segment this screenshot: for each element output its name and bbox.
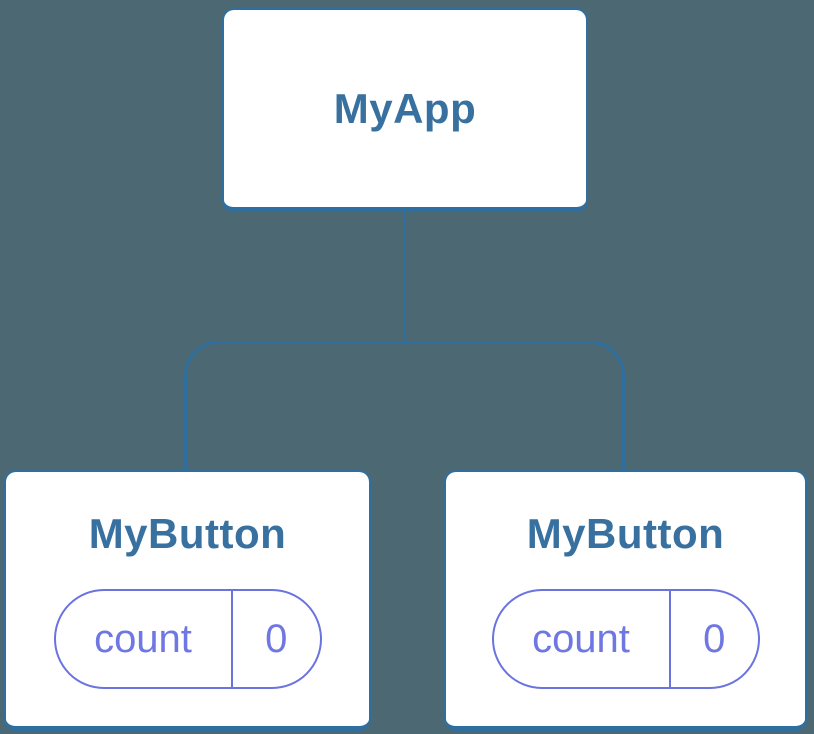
state-value-cell: 0 [671, 591, 758, 687]
root-node-box: MyApp [222, 8, 588, 212]
state-pill-divider [668, 591, 671, 687]
child-node-label: MyButton [88, 510, 287, 557]
child-node-box-left: MyButton count 0 [4, 470, 371, 731]
state-key-cell: count [56, 591, 231, 687]
connector-fork-line [184, 341, 625, 470]
child-node-label: MyButton [526, 510, 725, 557]
state-key-label: count [532, 617, 630, 661]
state-value-label: 0 [265, 617, 288, 661]
state-pill: count 0 [491, 589, 760, 689]
child-node-box-right: MyButton count 0 [444, 470, 807, 731]
connector-stem-line [403, 212, 406, 342]
state-pill-divider [230, 591, 233, 687]
state-pill: count 0 [53, 589, 322, 689]
state-value-label: 0 [703, 617, 726, 661]
state-key-cell: count [494, 591, 669, 687]
state-key-label: count [94, 617, 192, 661]
state-value-cell: 0 [233, 591, 320, 687]
root-node-label: MyApp [333, 84, 477, 132]
